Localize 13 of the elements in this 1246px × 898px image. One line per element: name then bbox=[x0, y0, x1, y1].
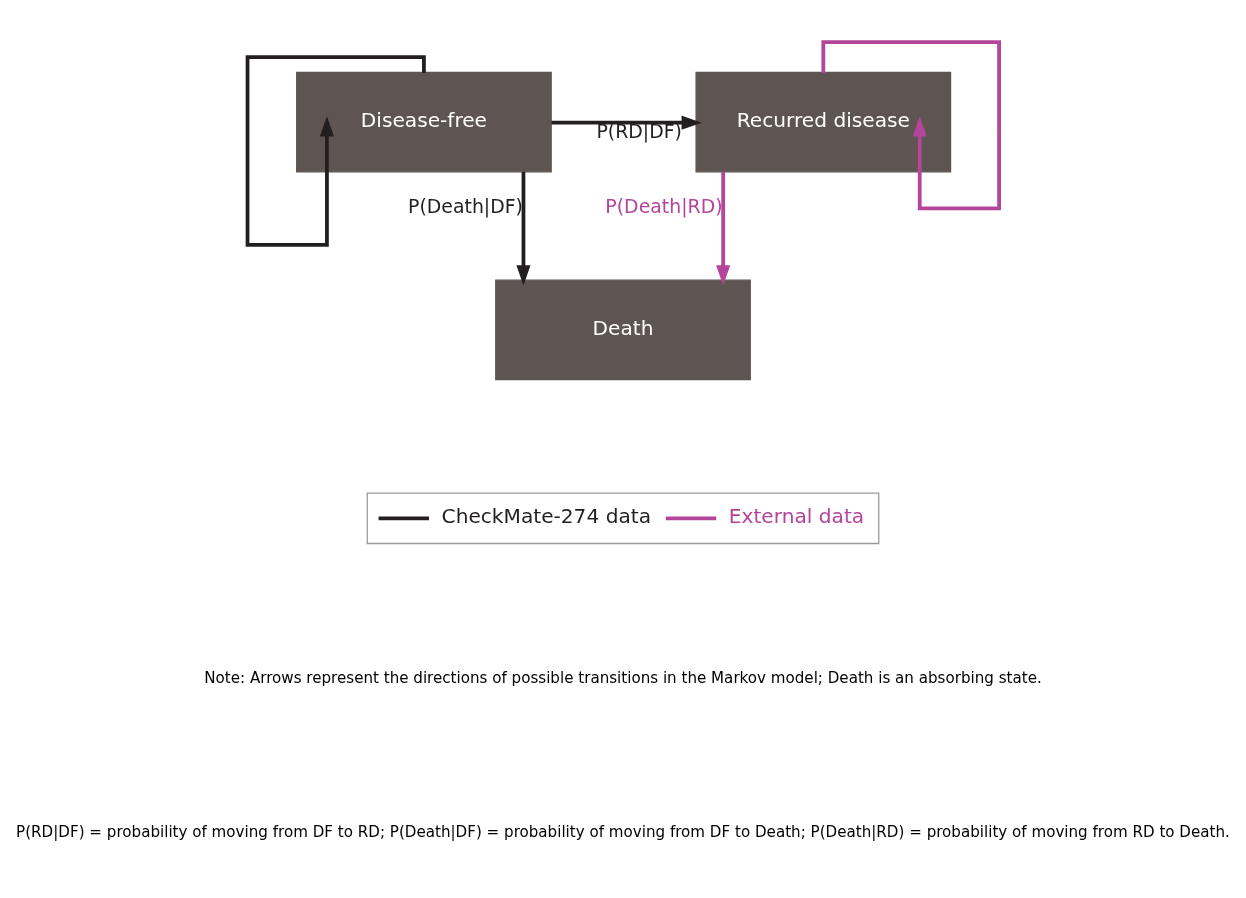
node-box: Recurred disease bbox=[695, 71, 952, 173]
edge-label: P(RD|DF) bbox=[596, 119, 682, 142]
legend-label: External data bbox=[728, 504, 865, 529]
label: Note: Arrows represent the directions of possible transitions in the Markov model; Death is an absorbing state. bbox=[204, 669, 1042, 688]
arrow bbox=[716, 171, 731, 286]
arrow bbox=[516, 171, 531, 286]
edge-label: P(Death|DF) bbox=[408, 195, 523, 218]
node-box: Death bbox=[495, 279, 751, 381]
legend-label: CheckMate-274 data bbox=[441, 504, 652, 529]
node-box: Disease-free bbox=[296, 71, 552, 173]
arrow bbox=[551, 115, 702, 130]
label: P(RD|DF) = probability of moving from DF to RD; P(Death|DF) = probability of moving from DF to Death; P(Death|RD) = probability of moving from RD to Death. bbox=[16, 823, 1230, 842]
edge-label: P(Death|RD) bbox=[605, 195, 723, 218]
